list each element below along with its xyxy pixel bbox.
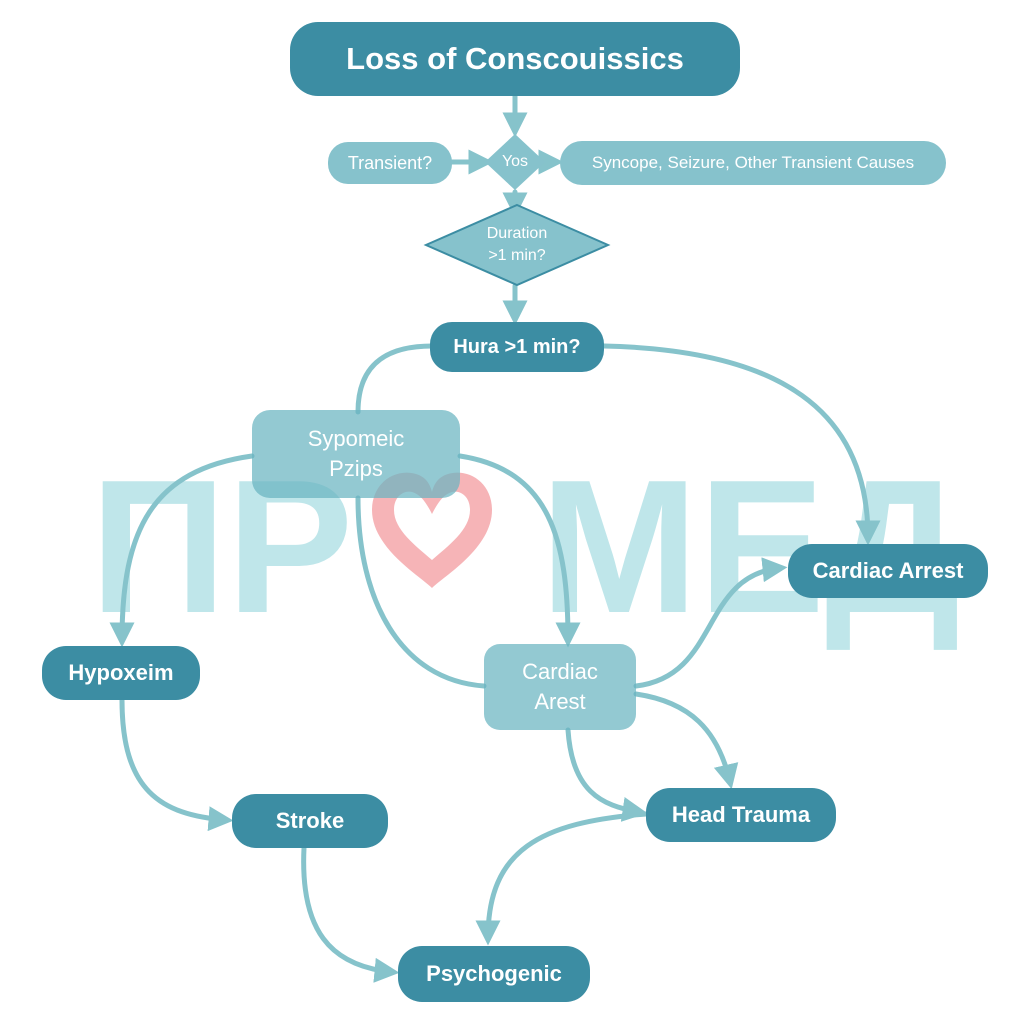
node-stroke[interactable]: Stroke [232,794,388,848]
node-sypomeic-label-line2: Pzips [329,456,383,481]
node-sypomeic[interactable]: Sypomeic Pzips [252,410,460,498]
connector-stroke-to-psychogenic [301,845,400,983]
node-yes-label: Yos [501,153,529,170]
node-head-trauma-label: Head Trauma [671,802,811,827]
node-duration-label-line1: Duration [486,225,548,242]
connector-hypoxeim-to-stroke [119,697,234,832]
node-transient[interactable]: Transient? [328,142,452,184]
node-cardiac-arrest-right-label: Cardiac Arrest [812,558,964,583]
node-loss-of-consciousness[interactable]: Loss of Conscouissics [290,22,740,96]
connector-loop-to-cardiac-arest [355,495,487,689]
node-duration-label-line2: >1 min? [488,247,546,264]
node-transient-label: Transient? [347,152,433,173]
connector-head-trauma-to-psychogenic [475,811,649,946]
node-yes[interactable]: Yos [488,150,542,174]
node-duration[interactable]: Duration >1 min? [452,222,582,268]
node-hura-label: Hura >1 min? [453,335,581,358]
connector-cardiac-arest-to-head-trauma-top [633,691,739,790]
connector-sypomeic-to-cardiac-arest [457,453,581,648]
node-stroke-label: Stroke [275,808,345,833]
node-hypoxeim[interactable]: Hypoxeim [42,646,200,700]
connector-cardiac-arest-to-head-trauma-side [565,727,648,822]
connector-hura-to-cardiac-arrest [601,343,881,546]
node-sypomeic-label-line1: Sypomeic [307,426,405,451]
node-psychogenic-label: Psychogenic [426,961,562,986]
yes-diamond [485,134,545,190]
node-head-trauma[interactable]: Head Trauma [646,788,836,842]
node-cardiac-arest[interactable]: Cardiac Arest [484,644,636,730]
node-transient-causes-label: Syncope, Seizure, Other Transient Causes [591,153,915,172]
connector-cardiac-arest-to-cardiac-arrest [633,557,788,689]
node-loss-of-consciousness-label: Loss of Conscouissics [346,41,684,76]
node-psychogenic[interactable]: Psychogenic [398,946,590,1002]
connector-hura-to-sypomeic [355,343,435,415]
node-cardiac-arrest-right[interactable]: Cardiac Arrest [788,544,988,598]
node-cardiac-arest-label-line1: Cardiac [522,659,598,684]
node-hura[interactable]: Hura >1 min? [430,322,604,372]
node-cardiac-arest-label-line2: Arest [534,689,586,714]
node-transient-causes[interactable]: Syncope, Seizure, Other Transient Causes [560,141,946,185]
connector-sypomeic-to-hypoxeim [109,453,255,648]
node-hypoxeim-label: Hypoxeim [68,660,174,685]
duration-diamond [423,203,611,287]
